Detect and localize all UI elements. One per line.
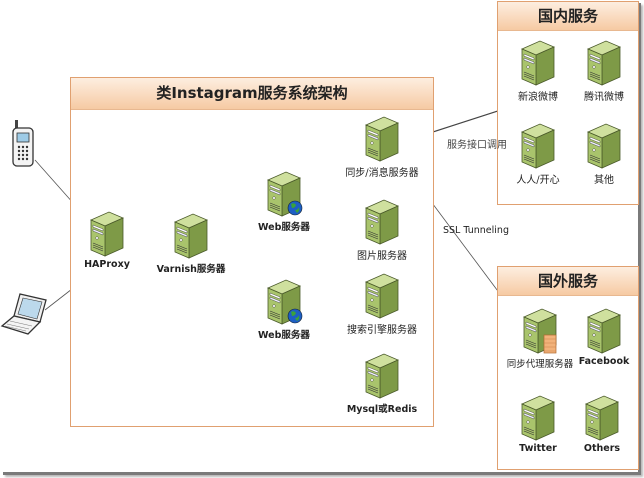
proxy-server-icon [500, 305, 580, 355]
database-server-node: Mysql或Redis [334, 350, 430, 415]
node-label: Mysql或Redis [346, 404, 418, 415]
haproxy-node: HAProxy [67, 208, 147, 270]
domestic-other-node: 其他 [564, 120, 644, 186]
server-icon [67, 208, 147, 258]
server-icon [498, 37, 578, 87]
node-label: Web服务器 [258, 222, 310, 233]
node-label: Twitter [519, 443, 557, 454]
node-label: HAProxy [84, 259, 130, 270]
node-label: 同步代理服务器 [506, 359, 574, 370]
server-icon [334, 270, 430, 320]
facebook-node: Facebook [564, 305, 644, 367]
node-label: 图片服务器 [357, 251, 407, 262]
node-label: 新浪微博 [518, 92, 558, 103]
twitter-node: Twitter [498, 392, 578, 454]
api-call-label: 服务接口调用 [447, 140, 507, 151]
ssl-tunneling-label: SSL Tunneling [443, 225, 509, 236]
web-server-node-1: Web服务器 [244, 168, 324, 233]
tencent-weibo-node: 腾讯微博 [564, 37, 644, 103]
server-icon [564, 37, 644, 87]
server-icon [334, 350, 430, 400]
server-icon [564, 120, 644, 170]
node-label: Others [583, 443, 621, 454]
node-label: 搜索引擎服务器 [347, 325, 417, 336]
domestic-panel-title: 国内服务 [498, 2, 638, 31]
renren-kaixin-node: 人人/开心 [498, 120, 578, 186]
varnish-node: Varnish服务器 [151, 210, 231, 275]
laptop-icon [0, 293, 47, 335]
web-server-icon [244, 276, 324, 326]
server-icon [562, 392, 642, 442]
node-label: Web服务器 [258, 330, 310, 341]
node-label: 腾讯微博 [584, 92, 624, 103]
server-icon [334, 196, 430, 246]
sina-weibo-node: 新浪微博 [498, 37, 578, 103]
sync-message-server-node: 同步/消息服务器 [334, 113, 430, 179]
domestic-services-panel: 国内服务 [497, 1, 639, 205]
search-engine-server-node: 搜索引擎服务器 [334, 270, 430, 336]
image-server-node: 图片服务器 [334, 196, 430, 262]
node-label: 人人/开心 [516, 175, 560, 186]
server-icon [151, 210, 231, 260]
server-icon [564, 305, 644, 355]
node-label: 同步/消息服务器 [345, 168, 419, 179]
foreign-panel-title: 国外服务 [498, 267, 638, 296]
mobile-phone-icon [12, 120, 34, 167]
node-label: Facebook [578, 356, 630, 367]
sync-proxy-server-node: 同步代理服务器 [500, 305, 580, 370]
web-server-node-2: Web服务器 [244, 276, 324, 341]
node-label: 其他 [594, 175, 614, 186]
server-icon [334, 113, 430, 163]
server-icon [498, 392, 578, 442]
main-panel-title: 类Instagram服务系统架构 [71, 78, 433, 110]
foreign-services-panel: 国外服务 [497, 266, 639, 470]
server-icon [498, 120, 578, 170]
others-node: Others [562, 392, 642, 454]
web-server-icon [244, 168, 324, 218]
node-label: Varnish服务器 [156, 264, 226, 275]
